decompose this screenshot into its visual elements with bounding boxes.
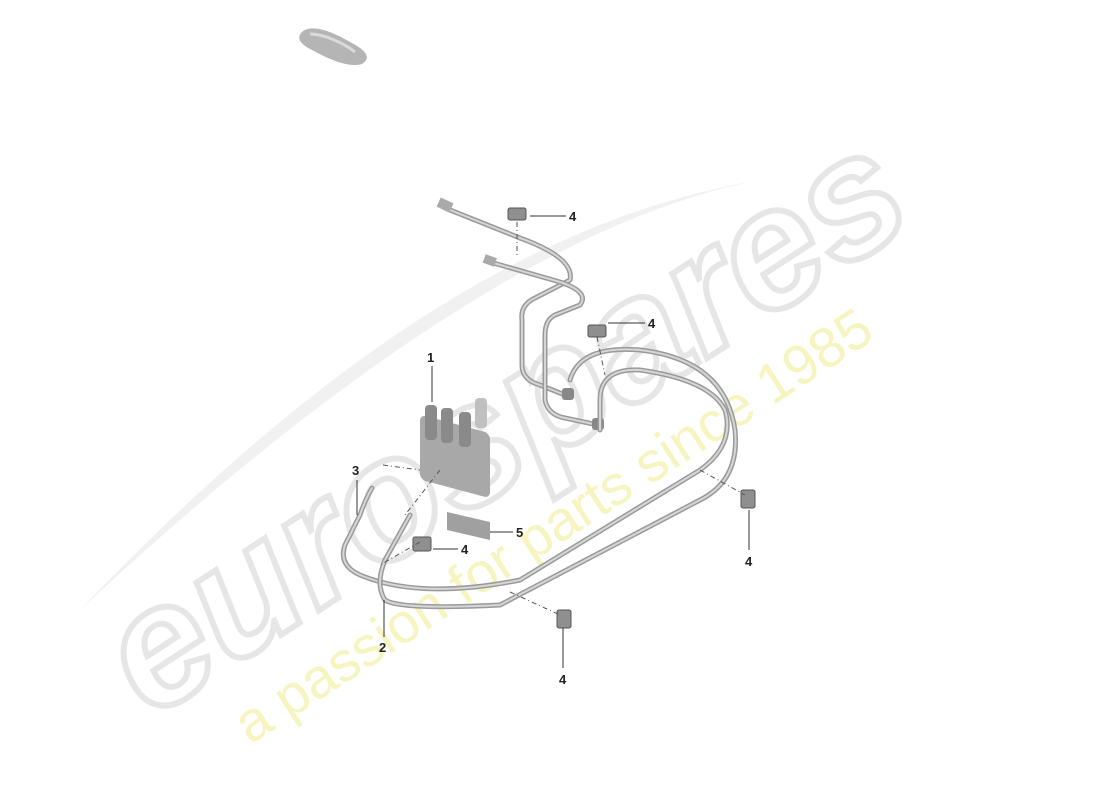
clip-4a (507, 207, 527, 221)
bracket-5 (447, 512, 490, 540)
clip-4b (587, 324, 607, 338)
callout-5: 5 (516, 525, 523, 540)
callout-2: 2 (379, 640, 386, 655)
callout-1: 1 (427, 350, 434, 365)
main-brake-lines (340, 346, 739, 610)
callout-3: 3 (352, 463, 359, 478)
watermark-brand: eurospares (67, 92, 939, 751)
callout-4d: 4 (745, 554, 753, 569)
clip-4c (412, 536, 432, 552)
clip-4d (740, 489, 756, 509)
clip-4e (556, 609, 572, 629)
upper-brake-lines (436, 197, 604, 430)
callout-4c: 4 (461, 542, 469, 557)
callout-4e: 4 (559, 672, 567, 687)
valve-block (420, 398, 490, 497)
callout-4b: 4 (648, 316, 656, 331)
callout-4a: 4 (569, 209, 577, 224)
car-silhouette-icon (299, 28, 367, 66)
